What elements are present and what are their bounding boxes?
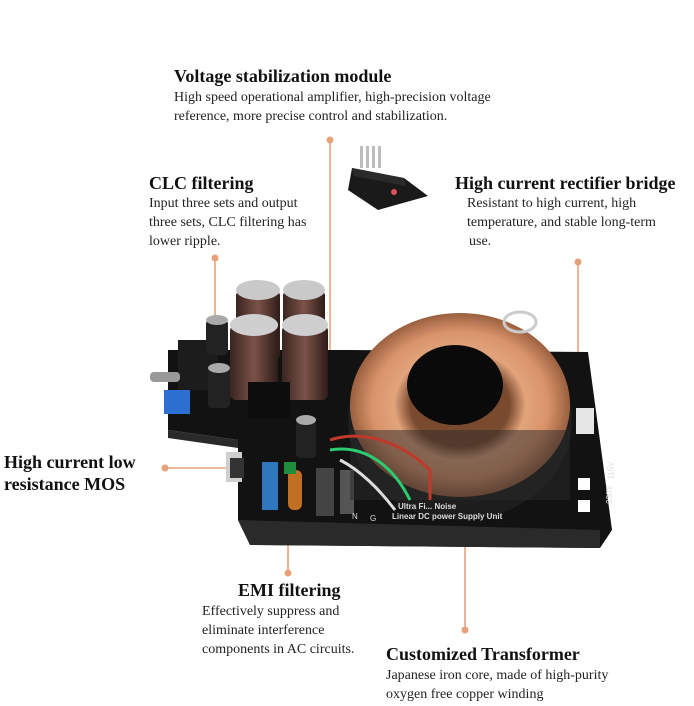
transformer-title: Customized Transformer — [386, 644, 580, 664]
rectifier-desc-1: Resistant to high current, high — [467, 196, 637, 211]
mos-dot — [161, 464, 169, 472]
voltage-desc-2: reference, more precise control and stab… — [174, 109, 448, 124]
transformer-dot — [461, 626, 469, 634]
rectifier-desc-2: temperature, and stable long-term — [467, 215, 656, 230]
mos-callout: High current low resistance MOS — [4, 452, 136, 494]
rectifier-desc-3: use. — [469, 234, 492, 249]
rectifier-title: High current rectifier bridge — [455, 173, 676, 193]
emi-desc-2: eliminate interference — [202, 623, 325, 638]
transformer-desc-1: Japanese iron core, made of high-purity — [386, 668, 609, 683]
pcb-silkscreen-2: Linear DC power Supply Unit — [392, 512, 503, 521]
emi-callout: EMI filtering Effectively suppress and e… — [202, 580, 354, 659]
pcb-label-g: G — [370, 514, 377, 523]
mos-title-2: resistance MOS — [4, 474, 126, 494]
emi-desc-3: components in AC circuits. — [202, 642, 355, 657]
voltage-callout: Voltage stabilization module High speed … — [174, 66, 491, 126]
capacitors — [206, 280, 328, 458]
pcb-label-115v: 115V — [606, 461, 616, 480]
voltage-module-image — [348, 146, 428, 210]
transformer-callout: Customized Transformer Japanese iron cor… — [386, 644, 608, 704]
emi-desc-1: Effectively suppress and — [202, 604, 340, 619]
emi-dot — [284, 569, 292, 577]
mos-title-1: High current low — [4, 452, 136, 472]
clc-desc-2: three sets, CLC filtering has — [149, 215, 307, 230]
transformer-image — [329, 310, 572, 520]
voltage-dot — [326, 136, 334, 144]
pcb-label-n: N — [352, 512, 358, 521]
clc-callout: CLC filtering Input three sets and outpu… — [149, 173, 306, 251]
emi-title: EMI filtering — [238, 580, 341, 600]
voltage-title: Voltage stabilization module — [174, 66, 392, 86]
clc-dot — [211, 254, 219, 262]
rectifier-callout: High current rectifier bridge Resistant … — [455, 173, 675, 251]
rectifier-dot — [574, 258, 582, 266]
voltage-desc-1: High speed operational amplifier, high-p… — [174, 90, 491, 105]
pcb-silkscreen-1: Ultra Fi... Noise — [398, 502, 457, 511]
transformer-desc-2: oxygen free copper winding — [386, 687, 544, 702]
clc-desc-1: Input three sets and output — [149, 196, 298, 211]
clc-desc-3: lower ripple. — [149, 234, 221, 249]
clc-title: CLC filtering — [149, 173, 254, 193]
pcb-label-230v: 230V — [604, 485, 614, 504]
